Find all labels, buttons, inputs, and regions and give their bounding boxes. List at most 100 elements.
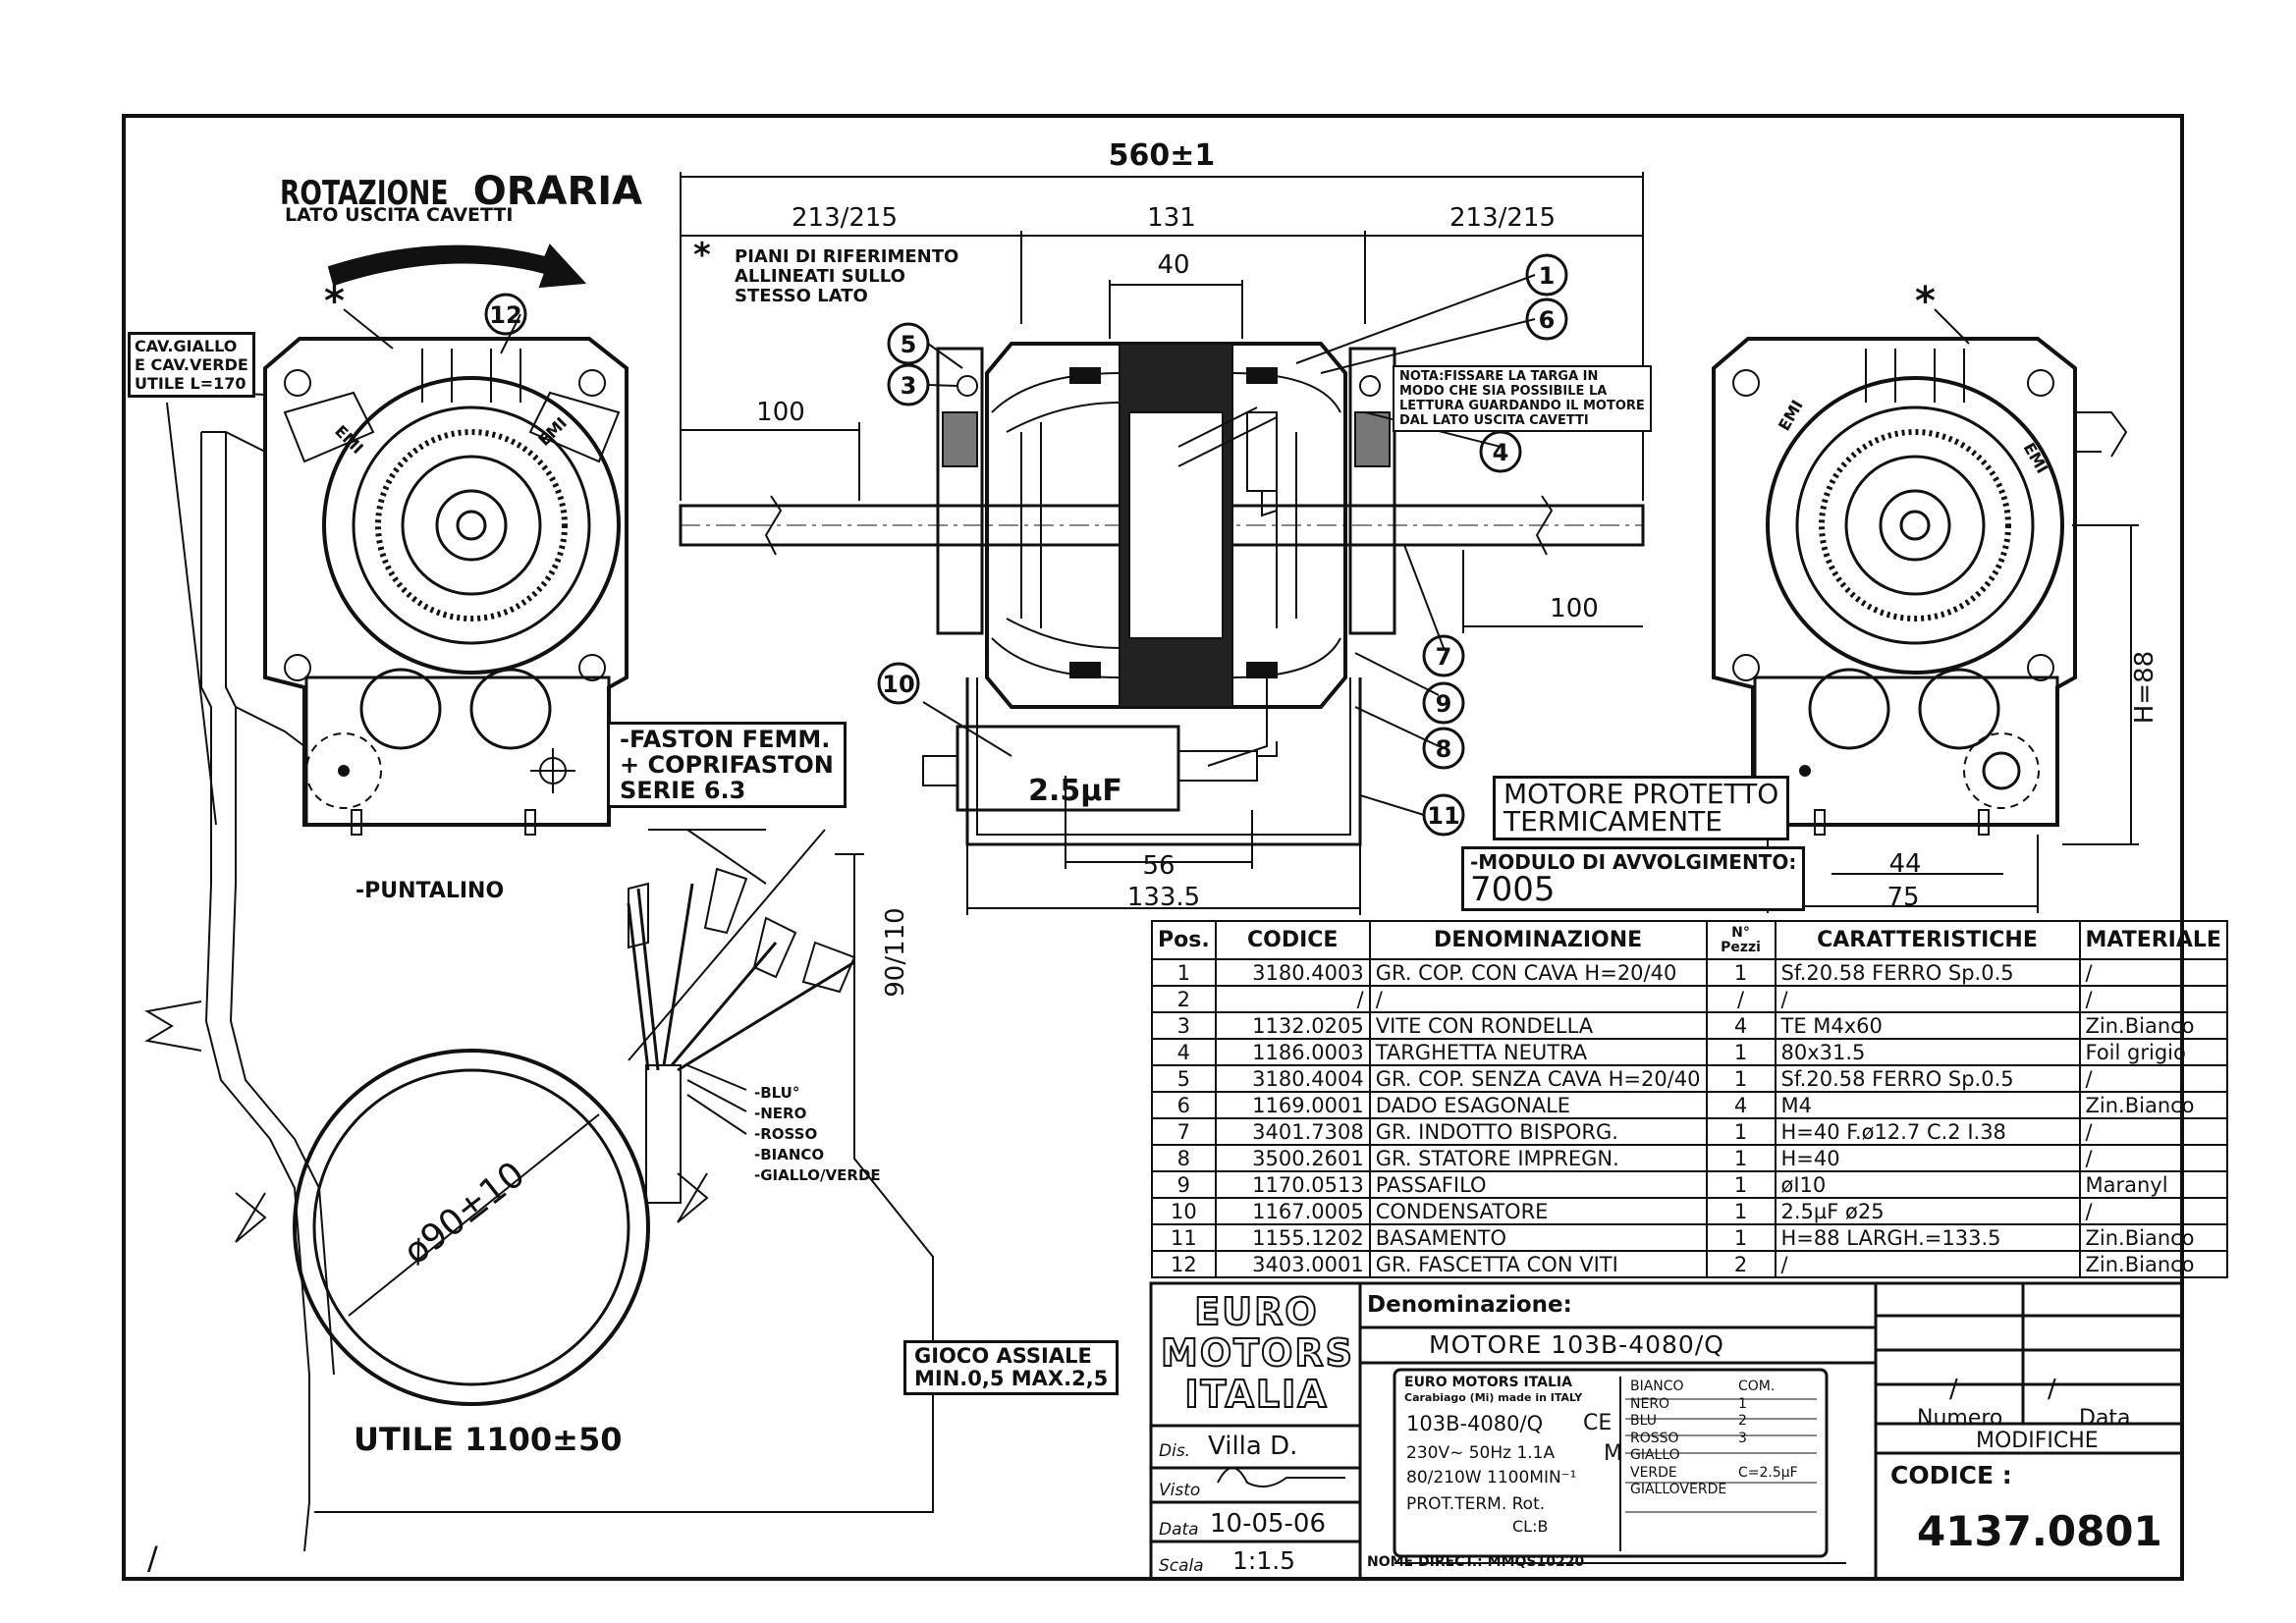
corner-slash-mark: / (147, 1540, 158, 1577)
balloon-10: 10 (882, 671, 914, 698)
table-cell: Zin.Bianco (2078, 1091, 2228, 1119)
wiring-terminal: 3 (1738, 1430, 1747, 1446)
table-cell: 1167.0005 (1214, 1197, 1371, 1225)
table-cell: / (1368, 985, 1708, 1013)
ref-note: * PIANI DI RIFERIMENTO ALLINEATI SULLO S… (693, 239, 959, 306)
table-cell: 3180.4003 (1214, 958, 1371, 987)
wiring-color: ROSSO (1630, 1430, 1679, 1446)
table-cell: 6 (1151, 1091, 1217, 1119)
dim-side-75: 75 (1886, 883, 1919, 912)
table-cell: 2 (1705, 1250, 1777, 1278)
ref-note-line-1: PIANI DI RIFERIMENTO (735, 246, 959, 267)
balloon-9: 9 (1436, 690, 1452, 718)
capacitor-label: 2.5µF (1028, 774, 1122, 808)
title-block-frame (1149, 1281, 2184, 1581)
balloon-4: 4 (1493, 439, 1509, 466)
drawing-frame (122, 114, 2184, 1581)
table-cell: 1 (1705, 1064, 1777, 1093)
table-cell: H=88 LARGH.=133.5 (1774, 1223, 2081, 1252)
table-cell: / (1705, 985, 1777, 1013)
rotation-subtitle: LATO USCITA CAVETTI (285, 204, 514, 226)
table-cell: GR. INDOTTO BISPORG. (1368, 1117, 1708, 1146)
table-cell: 1 (1151, 958, 1217, 987)
table-cell: TE M4x60 (1774, 1011, 2081, 1040)
header-denominazione: DENOMINAZIONE (1368, 920, 1708, 960)
table-cell: 3500.2601 (1214, 1144, 1371, 1172)
table-cell: 1 (1705, 1197, 1777, 1225)
table-cell: / (1774, 1250, 2081, 1278)
table-cell: Zin.Bianco (2078, 1250, 2228, 1278)
modifiche-label: MODIFICHE (1976, 1429, 2099, 1453)
balloon-5: 5 (901, 331, 917, 358)
cable-note-line-1: CAV.GIALLO (135, 337, 238, 355)
table-cell: H=40 F.ø12.7 C.2 I.38 (1774, 1117, 2081, 1146)
emi-label-right-b: EMI (2020, 440, 2052, 477)
useful-length: UTILE 1100±50 (354, 1421, 623, 1458)
balloon-12: 12 (489, 301, 521, 329)
table-cell: Sf.20.58 FERRO Sp.0.5 (1774, 1064, 2081, 1093)
balloon-3: 3 (901, 372, 917, 400)
data-col-label: Data (2079, 1406, 2131, 1431)
visto-label: Visto (1159, 1481, 1201, 1500)
table-cell: H=40 (1774, 1144, 2081, 1172)
data-label: Data (1159, 1520, 1199, 1540)
numero-label: Numero (1917, 1406, 2003, 1431)
table-cell: DADO ESAGONALE (1368, 1091, 1708, 1119)
wire-blu: -BLU° (754, 1084, 800, 1102)
wiring-terminal: 2 (1738, 1413, 1747, 1429)
plate-note-line-1: NOTA:FISSARE LA TARGA IN (1399, 369, 1599, 384)
table-cell: 1132.0205 (1214, 1011, 1371, 1040)
wiring-terminal: 1 (1738, 1395, 1747, 1412)
table-cell: Zin.Bianco (2078, 1223, 2228, 1252)
table-cell: 4 (1151, 1038, 1217, 1066)
axial-play-line-1: GIOCO ASSIALE (914, 1344, 1092, 1368)
header-codice: CODICE (1214, 920, 1371, 960)
wire-harness (235, 867, 856, 1406)
data-value: 10-05-06 (1210, 1509, 1327, 1539)
table-cell: PASSAFILO (1368, 1170, 1708, 1199)
codice-label: CODICE : (1890, 1461, 2012, 1489)
ref-note-line-2: ALLINEATI SULLO (735, 266, 905, 287)
table-cell: / (1214, 985, 1371, 1013)
balloon-7: 7 (1436, 643, 1452, 671)
dim-base-56: 56 (1142, 851, 1175, 881)
table-cell: 7 (1151, 1117, 1217, 1146)
balloon-leaders (500, 274, 1536, 816)
plate-note-line-3: LETTURA GUARDANDO IL MOTORE (1399, 399, 1645, 413)
balloons (484, 253, 1568, 837)
ref-note-line-3: STESSO LATO (735, 286, 868, 306)
table-cell: 11 (1151, 1223, 1217, 1252)
dim-shaft-right: 100 (1550, 594, 1599, 623)
scala-label: Scala (1159, 1556, 1204, 1576)
table-cell: GR. FASCETTA CON VITI (1368, 1250, 1708, 1278)
dim-center: 131 (1147, 203, 1196, 233)
dis-value: Villa D. (1208, 1432, 1298, 1461)
thermal-line-1: MOTORE PROTETTO (1503, 778, 1779, 810)
nameplate-m: M (1604, 1441, 1622, 1466)
dim-overall: 560±1 (1109, 138, 1216, 173)
balloon-1: 1 (1539, 262, 1556, 290)
denominazione-value: MOTORE 103B-4080/Q (1429, 1330, 1724, 1359)
rotation-title-1: ROTAZIONE (280, 174, 449, 213)
table-cell: 8 (1151, 1144, 1217, 1172)
table-cell: 2.5µF ø25 (1774, 1197, 2081, 1225)
dim-right-side: 213/215 (1449, 203, 1556, 233)
nameplate-prot: PROT.TERM. Rot. (1406, 1494, 1546, 1514)
nameplate-electrical: 230V~ 50Hz 1.1A (1406, 1443, 1556, 1463)
table-cell: 3180.4004 (1214, 1064, 1371, 1093)
cable-note: CAV.GIALLO E CAV.VERDE UTILE L=170 (128, 332, 255, 398)
table-cell: / (2078, 1117, 2228, 1146)
table-cell: GR. COP. SENZA CAVA H=20/40 (1368, 1064, 1708, 1093)
table-cell: / (2078, 1144, 2228, 1172)
ref-star-left: * (324, 279, 345, 324)
